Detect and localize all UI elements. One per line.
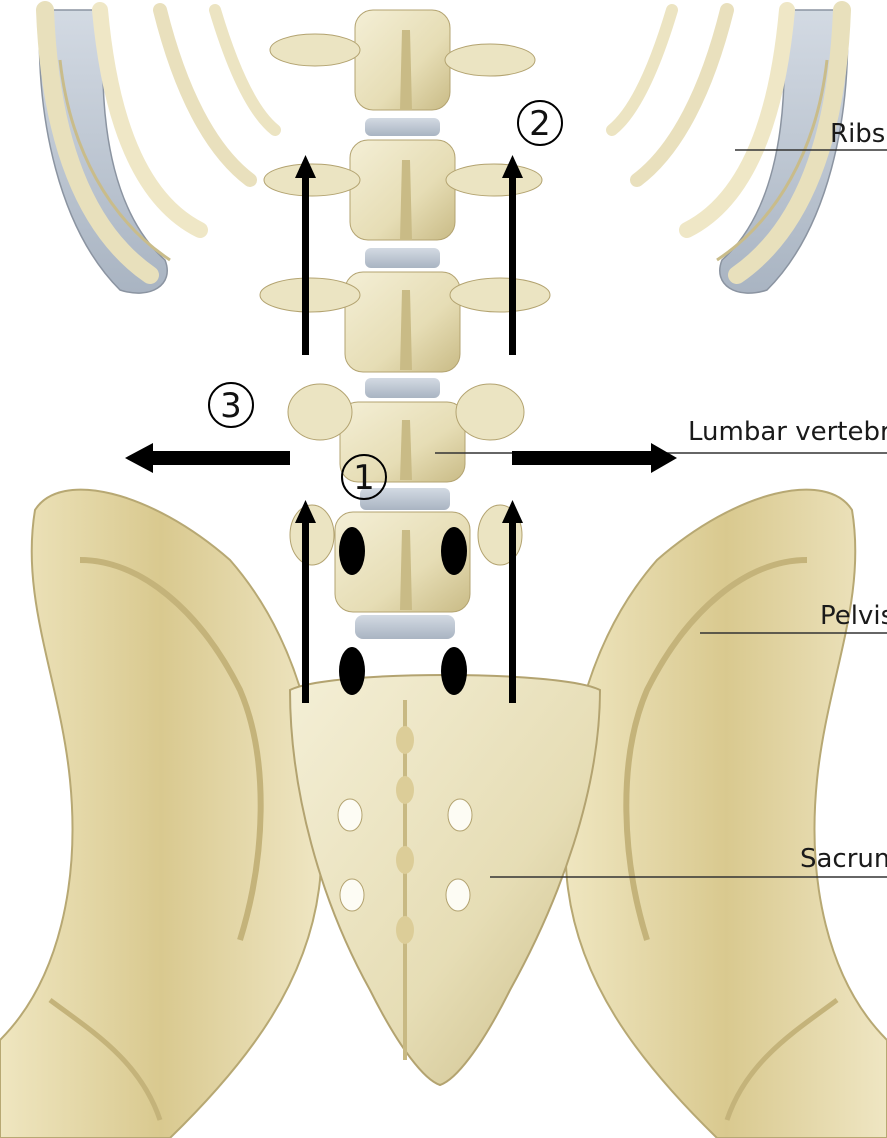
pelvis-left-wing xyxy=(0,490,322,1138)
circled-number-icon: 3 xyxy=(209,383,253,427)
circled-number-icon: 2 xyxy=(518,101,562,145)
sacrum xyxy=(290,675,600,1085)
arrow-left-icon xyxy=(125,443,290,473)
ribs-label: Ribs xyxy=(830,119,885,149)
ribcage-left xyxy=(39,10,275,293)
dot-marker-icon xyxy=(339,527,365,575)
arrow-right-icon xyxy=(512,443,677,473)
ribcage-right xyxy=(612,10,848,293)
marker-one: 1 xyxy=(353,458,375,498)
dot-marker-icon xyxy=(339,647,365,695)
dot-marker-icon xyxy=(441,527,467,575)
marker-three: 3 xyxy=(220,386,242,426)
sacrum-label: Sacrum xyxy=(800,844,887,874)
marker-two: 2 xyxy=(529,104,551,144)
pelvis-right-wing xyxy=(565,490,887,1138)
dot-marker-icon xyxy=(441,647,467,695)
pelvis-label: Pelvis xyxy=(820,601,887,631)
lumbar-vertebrae-label: Lumbar vertebrae xyxy=(688,417,887,447)
